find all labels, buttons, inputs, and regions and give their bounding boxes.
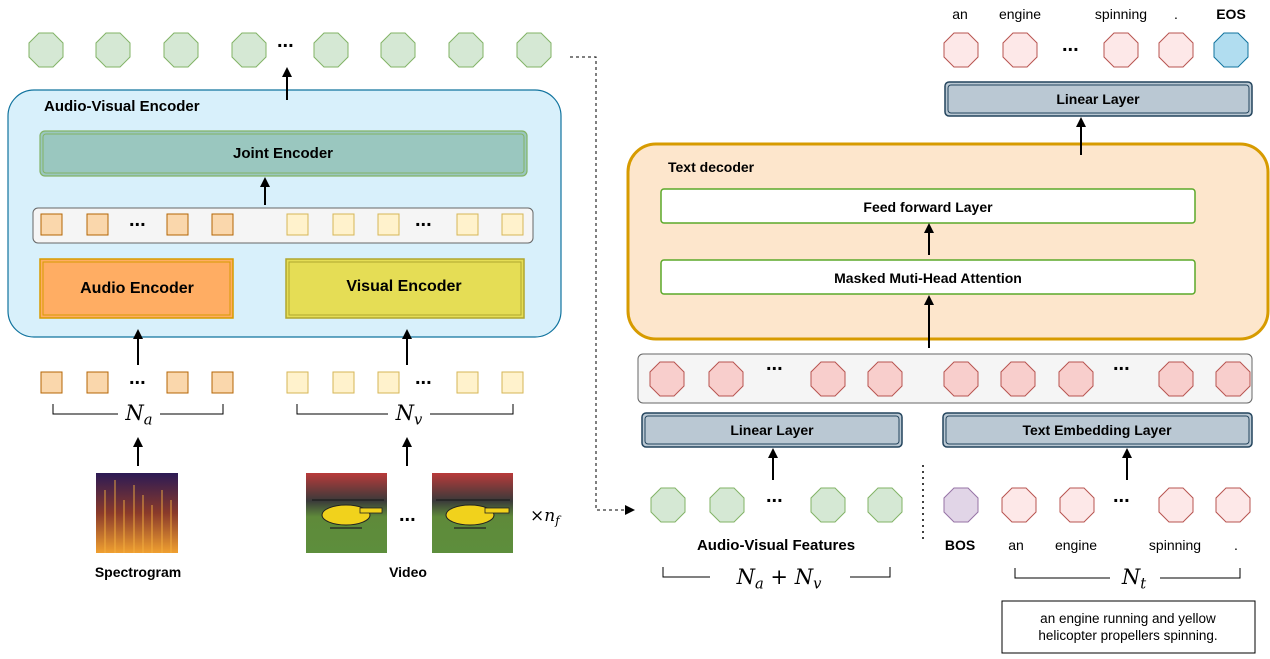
eos-label: EOS xyxy=(1216,6,1246,22)
encoder-output-ellipsis: ... xyxy=(277,30,294,52)
joint-encoder-label: Joint Encoder xyxy=(232,145,334,162)
encoder-output-token xyxy=(516,32,552,68)
output-text-token xyxy=(1103,32,1139,68)
audio-visual-feature-token xyxy=(867,487,903,523)
input-tokens-ellipsis: ... xyxy=(1113,485,1130,507)
encoder-output-token xyxy=(28,32,64,68)
input-text-token xyxy=(1059,487,1095,523)
caption-box xyxy=(1001,600,1256,654)
text-embedding-box xyxy=(942,412,1253,448)
decoder-feature-token xyxy=(810,361,846,397)
times-n-f-label: ×nf xyxy=(530,506,560,528)
n-t-label: Nt xyxy=(1121,565,1147,593)
bracket-n-sum xyxy=(662,567,891,578)
output-tokens-ellipsis: ... xyxy=(1062,34,1079,56)
output-token-an: an xyxy=(952,6,968,22)
text-embedding-label: Text Embedding Layer xyxy=(1022,422,1172,438)
encoder-output-token xyxy=(448,32,484,68)
encoder-output-token xyxy=(313,32,349,68)
audio-encoder-box xyxy=(39,258,234,319)
eos-token xyxy=(1213,32,1249,68)
n-v-label: Nv xyxy=(395,401,423,429)
audio-input-tokens xyxy=(40,371,234,394)
input-token-period: . xyxy=(1234,537,1238,553)
input-token-an: an xyxy=(1008,537,1024,553)
caption-line-1: an engine running and yellow xyxy=(1040,611,1216,626)
bracket-n-v xyxy=(296,404,514,415)
encoder-output-token xyxy=(163,32,199,68)
decoder-text-token xyxy=(1000,361,1036,397)
linear-layer-top-box xyxy=(944,81,1253,117)
encoder-output-token xyxy=(95,32,131,68)
encoder-visual-tokens xyxy=(286,213,524,236)
encoder-title: Audio-Visual Encoder xyxy=(44,98,200,115)
input-text-token xyxy=(1158,487,1194,523)
n-a-label: Na xyxy=(125,401,153,429)
video-label: Video xyxy=(389,564,427,580)
audio-visual-feature-token xyxy=(810,487,846,523)
caption-text: an engine running and yellow helicopter … xyxy=(1038,610,1217,644)
audio-visual-feature-token xyxy=(709,487,745,523)
linear-layer-top-label: Linear Layer xyxy=(1056,91,1140,107)
visual-input-tokens xyxy=(286,371,524,394)
caption-line-2: helicopter propellers spinning. xyxy=(1038,628,1218,643)
masked-attention-box xyxy=(660,259,1196,295)
visual-input-ellipsis: ... xyxy=(415,367,432,389)
output-text-token xyxy=(943,32,979,68)
decoder-text-token xyxy=(1058,361,1094,397)
decoder-feature-token xyxy=(708,361,744,397)
spectrogram-image xyxy=(96,473,178,553)
output-token-engine: engine xyxy=(998,6,1042,22)
linear-layer-bottom-box xyxy=(641,412,903,448)
decoder-features-ellipsis: ... xyxy=(766,353,783,375)
encoder-to-features-connector xyxy=(570,56,635,515)
audio-visual-features-label: Audio-Visual Features xyxy=(696,537,856,554)
decoder-feature-token xyxy=(649,361,685,397)
decoder-arrows xyxy=(768,117,1132,480)
audio-visual-feature-token xyxy=(650,487,686,523)
output-token-period: . xyxy=(1174,6,1178,22)
audio-encoder-label: Audio Encoder xyxy=(80,280,194,297)
encoder-arrows xyxy=(133,67,412,466)
input-token-engine: engine xyxy=(1054,537,1098,553)
decoder-feature-token xyxy=(867,361,903,397)
visual-encoder-label: Visual Encoder xyxy=(346,278,462,295)
input-token-spinning: spinning xyxy=(1148,537,1202,553)
linear-layer-bottom-label: Linear Layer xyxy=(730,422,814,438)
video-frames-ellipsis: ... xyxy=(399,504,416,526)
encoder-visual-ellipsis: ... xyxy=(415,209,432,231)
encoder-token-container xyxy=(32,207,534,244)
spectrogram-label: Spectrogram xyxy=(94,564,182,580)
text-decoder-title: Text decoder xyxy=(668,159,755,175)
bos-label: BOS xyxy=(944,537,976,553)
decoder-text-token xyxy=(1158,361,1194,397)
bracket-n-t xyxy=(1014,568,1241,579)
masked-attention-label: Masked Muti-Head Attention xyxy=(834,270,1022,286)
encoder-audio-tokens xyxy=(40,213,234,236)
encoder-output-token xyxy=(380,32,416,68)
output-token-spinning: spinning xyxy=(1094,6,1148,22)
feed-forward-label: Feed forward Layer xyxy=(863,199,993,215)
output-text-token xyxy=(1158,32,1194,68)
decoder-text-token xyxy=(1215,361,1251,397)
features-ellipsis: ... xyxy=(766,485,783,507)
video-frame-n xyxy=(432,473,513,553)
input-text-token xyxy=(1215,487,1251,523)
decoder-text-ellipsis: ... xyxy=(1113,353,1130,375)
encoder-output-token xyxy=(231,32,267,68)
bos-token xyxy=(943,487,979,523)
joint-encoder-box xyxy=(39,130,528,177)
bracket-n-a xyxy=(52,404,224,415)
n-sum-label: Na + Nv xyxy=(736,565,822,593)
decoder-text-token xyxy=(943,361,979,397)
input-text-token xyxy=(1001,487,1037,523)
video-frame-1 xyxy=(306,473,387,553)
visual-encoder-box xyxy=(285,258,525,319)
encoder-audio-ellipsis: ... xyxy=(129,209,146,231)
audio-input-ellipsis: ... xyxy=(129,367,146,389)
output-text-token xyxy=(1002,32,1038,68)
